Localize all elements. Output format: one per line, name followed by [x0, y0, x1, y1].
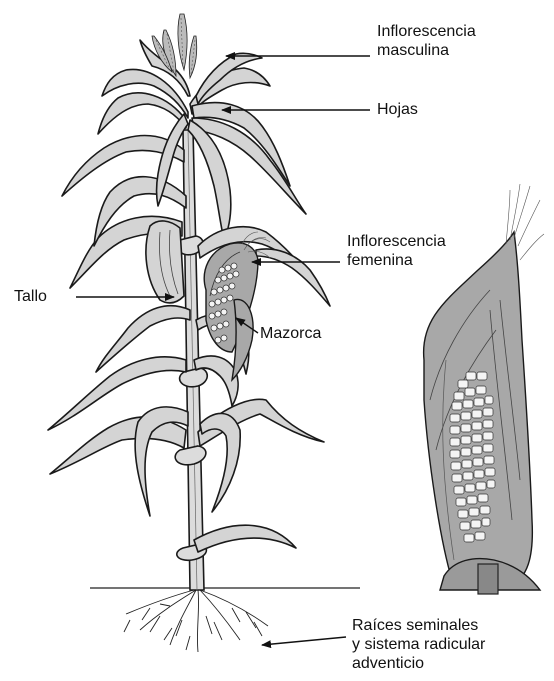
- label-male-inflorescence: Inflorescencia masculina: [377, 22, 476, 60]
- label-female-inflorescence: Inflorescencia femenina: [347, 232, 446, 270]
- roots: [124, 590, 268, 652]
- label-female-inflorescence-line2: femenina: [347, 251, 446, 270]
- label-male-inflorescence-line1: Inflorescencia: [377, 22, 476, 41]
- label-male-inflorescence-line2: masculina: [377, 41, 476, 60]
- label-tallo: Tallo: [14, 287, 47, 306]
- label-female-inflorescence-line1: Inflorescencia: [347, 232, 446, 251]
- ear-husk-left: [146, 221, 184, 303]
- label-mazorca: Mazorca: [260, 324, 321, 343]
- label-raices-line2: y sistema radicular: [352, 635, 485, 654]
- label-raices-line1: Raíces seminales: [352, 616, 485, 635]
- label-hojas: Hojas: [377, 100, 418, 119]
- label-raices: Raíces seminales y sistema radicular adv…: [352, 616, 485, 673]
- label-raices-line3: adventicio: [352, 654, 485, 673]
